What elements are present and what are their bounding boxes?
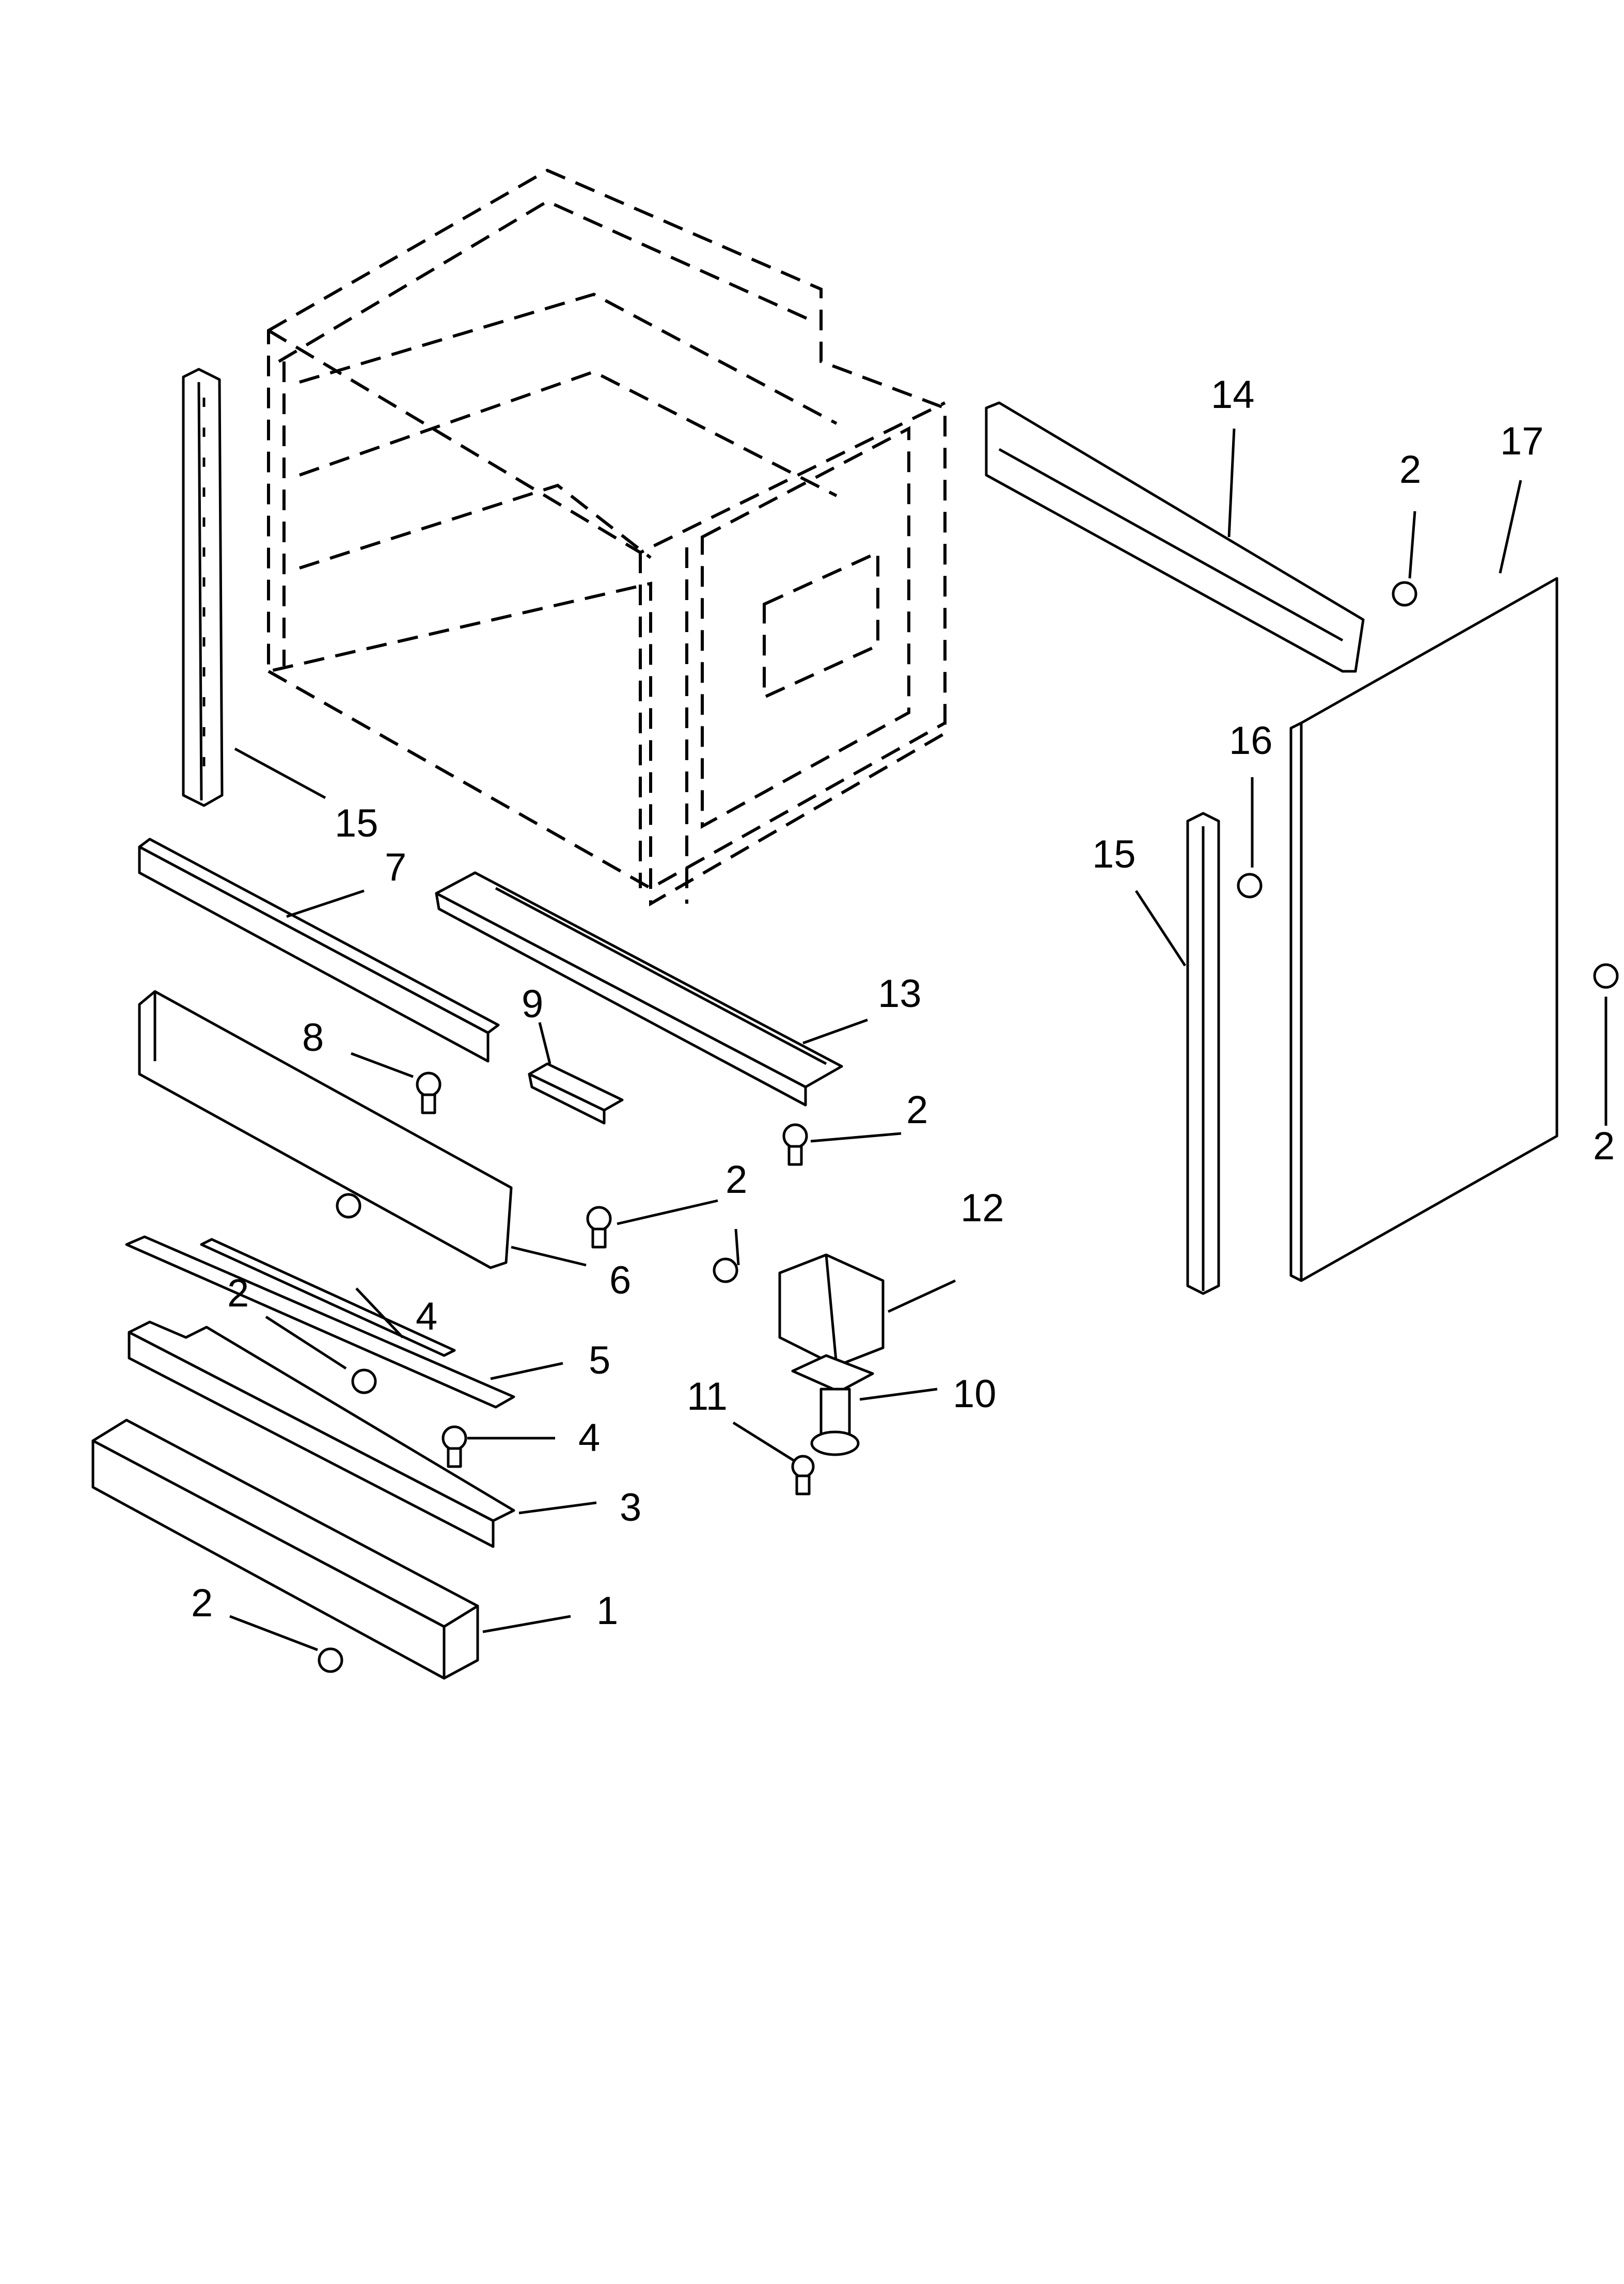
callout-4-a: 4: [416, 1295, 437, 1338]
bracket-piece: [138, 990, 513, 1269]
callout-6: 6: [609, 1258, 631, 1302]
callout-7: 7: [385, 845, 406, 889]
cabinet-outline: [267, 168, 947, 907]
callout-2-d: 2: [191, 1581, 213, 1625]
screw-icon: [782, 1123, 808, 1166]
screw-icon: [791, 1455, 815, 1495]
side-panel: [1289, 577, 1558, 1282]
callout-1: 1: [596, 1589, 618, 1633]
screw-icon: [351, 1368, 377, 1394]
screw-icon: [1392, 581, 1417, 607]
angle-strip: [138, 838, 500, 1063]
callout-2-c: 2: [227, 1271, 249, 1315]
callout-2-b: 2: [726, 1158, 747, 1202]
callout-5: 5: [589, 1338, 610, 1382]
callout-13: 13: [878, 972, 922, 1016]
callout-2-a: 2: [906, 1088, 928, 1132]
callout-14: 14: [1211, 373, 1255, 417]
leveling-leg: [791, 1354, 874, 1456]
vertical-channel-left: [182, 368, 224, 807]
callout-4-b: 4: [578, 1416, 600, 1460]
bottom-rail: [128, 1320, 515, 1548]
callout-2-g: 2: [1593, 1124, 1615, 1168]
callout-15-left: 15: [335, 801, 379, 845]
long-channel: [435, 871, 843, 1107]
small-clip: [528, 1062, 624, 1125]
screw-icon: [336, 1193, 361, 1219]
callout-12: 12: [960, 1186, 1004, 1230]
callout-16: 16: [1229, 719, 1273, 763]
screw-icon: [586, 1206, 612, 1249]
callout-11: 11: [687, 1375, 728, 1419]
screw-icon: [442, 1425, 467, 1468]
screw-icon: [1593, 963, 1619, 989]
callout-15-right: 15: [1092, 832, 1136, 876]
screw-icon: [318, 1647, 343, 1673]
callout-9: 9: [522, 982, 543, 1026]
callout-3: 3: [620, 1486, 641, 1530]
vertical-channel-right: [1186, 812, 1220, 1295]
callout-17: 17: [1500, 419, 1544, 463]
screw-icon: [416, 1072, 442, 1114]
toe-grille: [91, 1419, 479, 1680]
callout-labels: 15 7 8 9 13 2 2 6 4 2 5 4 3 2 1 12 11 10…: [191, 373, 1615, 1633]
leader-lines: [229, 428, 1607, 1651]
callout-2-f: 2: [1399, 448, 1421, 492]
callout-8: 8: [302, 1016, 324, 1060]
screw-icon: [713, 1257, 738, 1283]
leg-bracket: [778, 1253, 885, 1367]
screw-icon: [1237, 873, 1263, 899]
upper-rail: [985, 401, 1365, 673]
callout-10: 10: [953, 1372, 997, 1416]
